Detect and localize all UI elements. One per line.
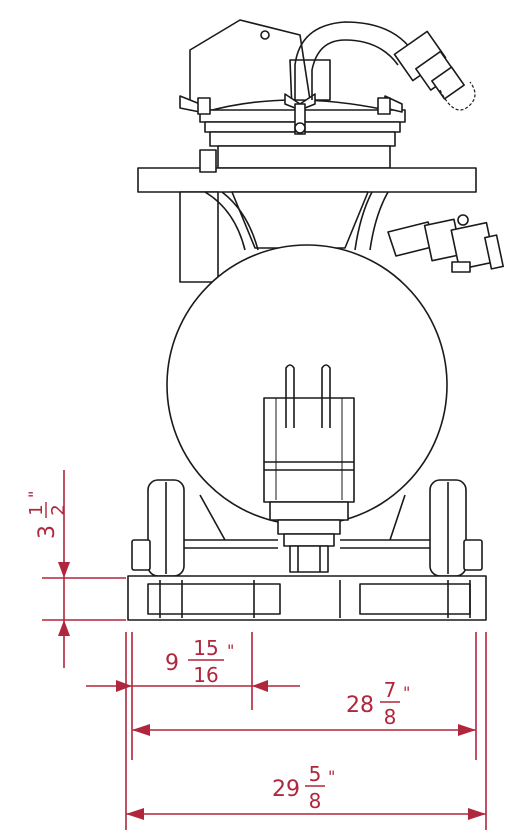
right-wheel [429, 479, 483, 577]
wing-nut-right [377, 95, 403, 115]
lower-frame [182, 494, 432, 549]
outlet-valve [387, 214, 504, 273]
center-pedestal [269, 501, 349, 573]
outer-width-dimension [126, 808, 486, 820]
height-whole: 3 [35, 525, 60, 539]
offset-numerator: 15 [193, 636, 218, 660]
offset-dimension [86, 680, 300, 692]
outer-width-numerator: 5 [309, 762, 322, 786]
dimension-lines [42, 470, 487, 830]
inner-width-denominator: 8 [384, 705, 397, 729]
inner-width-unit: " [403, 683, 410, 702]
inner-width-label: 28 7 8 " [346, 678, 410, 729]
offset-denominator: 16 [193, 663, 218, 687]
height-label: 3 1 2 " [25, 491, 69, 539]
height-denominator: 2 [48, 504, 69, 515]
back-panel [189, 19, 331, 111]
machine-outline [127, 19, 504, 621]
height-dimension [42, 470, 126, 668]
inner-handle-assembly [263, 364, 355, 503]
base-pallet [127, 575, 487, 621]
left-support-arm [204, 191, 259, 251]
panel-bolt-hole [260, 30, 270, 40]
suction-hose [294, 21, 416, 100]
outer-width-denominator: 8 [309, 789, 322, 813]
outer-width-unit: " [328, 767, 335, 786]
offset-whole: 9 [165, 651, 179, 676]
table-plate [137, 167, 477, 193]
inner-width-dimension [132, 724, 476, 736]
left-bracket [199, 149, 217, 173]
left-wheel [131, 479, 185, 577]
wing-nut-left [179, 95, 211, 115]
hopper-neck [217, 145, 391, 169]
offset-label: 9 15 16 " [165, 636, 234, 687]
dimension-labels: 3 1 2 " 9 15 16 " 28 7 8 " 29 5 8 [25, 491, 410, 813]
inner-width-whole: 28 [346, 693, 374, 718]
inner-width-numerator: 7 [384, 678, 397, 702]
right-support-arm [354, 191, 389, 251]
height-unit: " [25, 491, 44, 498]
outer-width-label: 29 5 8 " [272, 762, 335, 813]
left-side-frame [179, 191, 219, 283]
outer-width-whole: 29 [272, 777, 300, 802]
hose-coupling [393, 30, 465, 100]
hopper-cone [231, 191, 369, 249]
height-numerator: 1 [26, 504, 47, 515]
coupling-chain [439, 81, 476, 111]
wing-nut-center [284, 93, 316, 135]
offset-unit: " [227, 641, 234, 660]
